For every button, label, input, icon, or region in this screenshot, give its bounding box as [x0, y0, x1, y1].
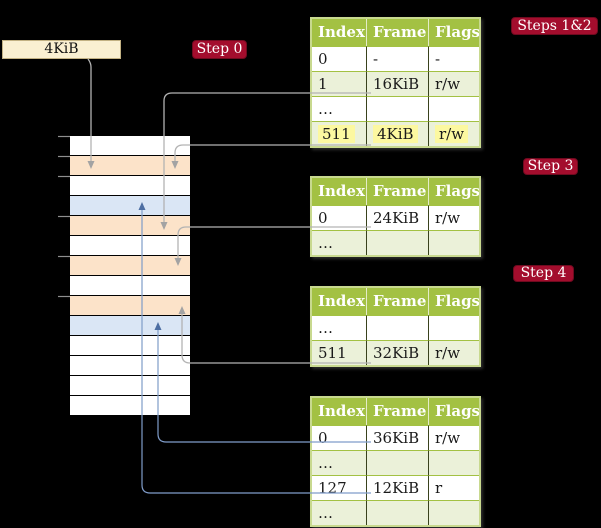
table-header-row: Index Frame Flags [312, 288, 479, 315]
table-header-row: Index Frame Flags [312, 178, 479, 205]
cr3-frame-address-box: 4KiB [2, 40, 121, 59]
table-cell: 0 [312, 205, 367, 230]
table-cell: … [312, 450, 367, 475]
table-cell: 0 [312, 46, 367, 71]
table-cell: r/w [429, 121, 479, 146]
memory-frame-row [70, 376, 190, 396]
table-cell: r [429, 475, 479, 500]
page-table-level-1: Index Frame Flags 0 36KiB r/w … 127 12Ki… [310, 396, 481, 527]
table-row: 0 - - [312, 46, 479, 71]
table-row: … [312, 315, 479, 340]
table-cell [367, 96, 429, 121]
table-cell: 32KiB [367, 340, 429, 365]
memory-frame-row [70, 176, 190, 196]
table-row: 127 12KiB r [312, 475, 479, 500]
page-table-level-4: Index Frame Flags 0 - - 1 16KiB r/w … 51… [310, 17, 481, 148]
header-flags: Flags [429, 19, 479, 46]
table-row: … [312, 500, 479, 525]
header-index: Index [312, 178, 367, 205]
memory-frame-row-l2-table [70, 256, 190, 276]
table-row: 511 32KiB r/w [312, 340, 479, 365]
table-row: 0 24KiB r/w [312, 205, 479, 230]
memory-frame-row [70, 236, 190, 256]
table-cell [367, 450, 429, 475]
step-0-badge: Step 0 [192, 40, 247, 59]
memory-frame-row-l4-table [70, 156, 190, 176]
header-frame: Frame [367, 178, 429, 205]
physical-memory-column [70, 136, 190, 416]
header-flags: Flags [429, 288, 479, 315]
table-cell: r/w [429, 340, 479, 365]
table-cell: … [312, 500, 367, 525]
header-frame: Frame [367, 398, 429, 425]
header-flags: Flags [429, 178, 479, 205]
table-cell: 4KiB [367, 121, 429, 146]
page-table-level-2: Index Frame Flags … 511 32KiB r/w [310, 286, 481, 367]
memory-frame-row-mapped-12kib [70, 196, 190, 216]
table-cell: 511 [312, 121, 367, 146]
table-cell [429, 230, 479, 255]
memory-frame-row-l3-table [70, 216, 190, 236]
memory-frame-row [70, 136, 190, 156]
step-3-badge: Step 3 [523, 158, 578, 175]
table-cell: 36KiB [367, 425, 429, 450]
table-cell: 127 [312, 475, 367, 500]
table-cell: - [429, 46, 479, 71]
table-cell: 0 [312, 425, 367, 450]
memory-frame-row [70, 336, 190, 356]
table-header-row: Index Frame Flags [312, 19, 479, 46]
table-cell [429, 450, 479, 475]
header-index: Index [312, 288, 367, 315]
header-flags: Flags [429, 398, 479, 425]
table-cell: … [312, 230, 367, 255]
page-table-level-3: Index Frame Flags 0 24KiB r/w … [310, 176, 481, 257]
table-row: … [312, 230, 479, 255]
table-row: … [312, 450, 479, 475]
table-header-row: Index Frame Flags [312, 398, 479, 425]
memory-frame-row-mapped-36kib [70, 316, 190, 336]
memory-frame-row [70, 356, 190, 376]
header-frame: Frame [367, 288, 429, 315]
header-index: Index [312, 398, 367, 425]
table-cell: r/w [429, 205, 479, 230]
table-cell: 12KiB [367, 475, 429, 500]
table-cell: 1 [312, 71, 367, 96]
table-cell: r/w [429, 425, 479, 450]
highlighted-value: r/w [435, 125, 469, 143]
table-cell [429, 500, 479, 525]
table-cell [367, 500, 429, 525]
table-cell [367, 315, 429, 340]
table-row: 0 36KiB r/w [312, 425, 479, 450]
highlighted-value: 4KiB [373, 125, 418, 143]
table-cell: 511 [312, 340, 367, 365]
table-cell: - [367, 46, 429, 71]
header-index: Index [312, 19, 367, 46]
memory-frame-row-l1-table [70, 296, 190, 316]
memory-frame-row [70, 396, 190, 416]
table-cell: 16KiB [367, 71, 429, 96]
memory-frame-row [70, 276, 190, 296]
table-cell [367, 230, 429, 255]
header-frame: Frame [367, 19, 429, 46]
table-cell: r/w [429, 71, 479, 96]
table-cell: … [312, 96, 367, 121]
table-cell [429, 96, 479, 121]
step-4-badge: Step 4 [513, 265, 574, 282]
table-row: … [312, 96, 479, 121]
table-cell: 24KiB [367, 205, 429, 230]
table-row-recursive-entry: 511 4KiB r/w [312, 121, 479, 146]
steps-1-2-badge: Steps 1&2 [511, 17, 598, 35]
table-cell [429, 315, 479, 340]
table-cell: … [312, 315, 367, 340]
highlighted-value: 511 [318, 125, 355, 143]
table-row: 1 16KiB r/w [312, 71, 479, 96]
